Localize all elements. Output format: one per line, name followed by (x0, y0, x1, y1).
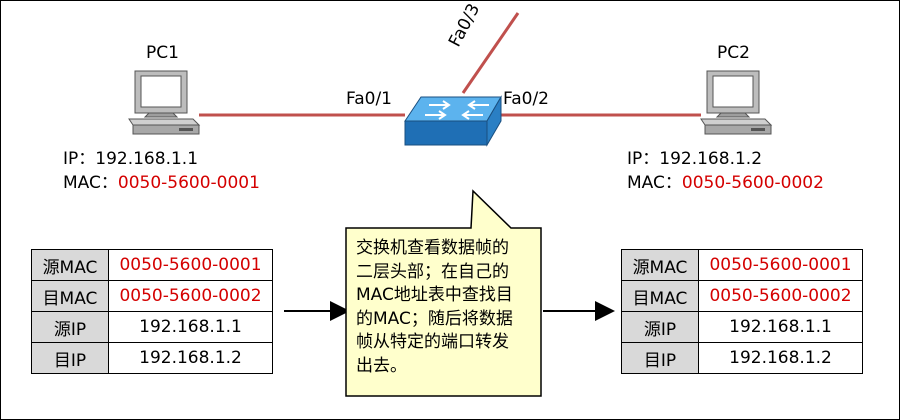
pc1-mac-line: MAC：0050-5600-0001 (63, 173, 260, 193)
pc1-ip-value: 192.168.1.1 (95, 149, 199, 169)
pc1-computer-icon (128, 70, 201, 135)
callout-line: 帧从特定的端口转发 (356, 332, 509, 352)
pc2-ip-line: IP：192.168.1.2 (627, 149, 762, 169)
pc2-ip-label: IP： (627, 149, 660, 169)
callout-line: MAC地址表中查找目 (356, 285, 513, 305)
callout-text: 交换机查看数据帧的 二层头部；在自己的 MAC地址表中查找目 的MAC；随后将数… (356, 237, 536, 378)
port-fa0-2-label: Fa0/2 (503, 89, 549, 109)
field-value: 192.168.1.2 (108, 342, 273, 374)
pc1-mac-value: 0050-5600-0001 (117, 173, 260, 193)
callout-line: 出去。 (356, 355, 407, 376)
frame-out-table: 源MAC 0050-5600-0001 目MAC 0050-5600-0002 … (621, 249, 863, 374)
pc1-ip-line: IP：192.168.1.1 (63, 149, 198, 169)
field-name: 源MAC (31, 249, 109, 281)
table-row: 源MAC 0050-5600-0001 (621, 249, 863, 281)
field-value: 0050-5600-0001 (698, 249, 863, 281)
field-name: 源IP (31, 311, 109, 343)
frame-in-table: 源MAC 0050-5600-0001 目MAC 0050-5600-0002 … (31, 249, 273, 374)
table-row: 源IP 192.168.1.1 (621, 311, 863, 343)
pc1-name: PC1 (146, 43, 179, 63)
callout-line: 的MAC；随后将数据 (356, 308, 513, 329)
field-name: 目MAC (31, 280, 109, 312)
field-value: 192.168.1.1 (108, 311, 273, 343)
pc2-mac-line: MAC：0050-5600-0002 (627, 173, 824, 193)
table-row: 目IP 192.168.1.2 (621, 342, 863, 374)
pc2-mac-label: MAC： (627, 173, 682, 193)
pc2-name: PC2 (717, 43, 750, 63)
table-row: 目IP 192.168.1.2 (31, 342, 273, 374)
table-row: 目MAC 0050-5600-0002 (621, 280, 863, 312)
callout-line: 交换机查看数据帧的 (356, 238, 509, 258)
field-value: 0050-5600-0002 (698, 280, 863, 312)
callout-bubble (345, 189, 542, 397)
pc2-ip-value: 192.168.1.2 (659, 149, 763, 169)
switch-icon (404, 95, 502, 147)
table-row: 源IP 192.168.1.1 (31, 311, 273, 343)
field-name: 目MAC (621, 280, 699, 312)
field-name: 目IP (621, 342, 699, 374)
field-name: 源IP (621, 311, 699, 343)
pc1-ip-label: IP： (63, 149, 96, 169)
port-fa0-1-label: Fa0/1 (346, 89, 392, 109)
table-row: 源MAC 0050-5600-0001 (31, 249, 273, 281)
pc1-mac-label: MAC： (63, 173, 118, 193)
field-value: 0050-5600-0002 (108, 280, 273, 312)
table-row: 目MAC 0050-5600-0002 (31, 280, 273, 312)
field-value: 192.168.1.2 (698, 342, 863, 374)
link-switch-uplink (461, 12, 520, 94)
pc2-mac-value: 0050-5600-0002 (681, 173, 824, 193)
field-value: 192.168.1.1 (698, 311, 863, 343)
field-name: 目IP (31, 342, 109, 374)
pc2-computer-icon (700, 70, 773, 135)
field-value: 0050-5600-0001 (108, 249, 273, 281)
callout-line: 二层头部；在自己的 (356, 261, 509, 282)
field-name: 源MAC (621, 249, 699, 281)
